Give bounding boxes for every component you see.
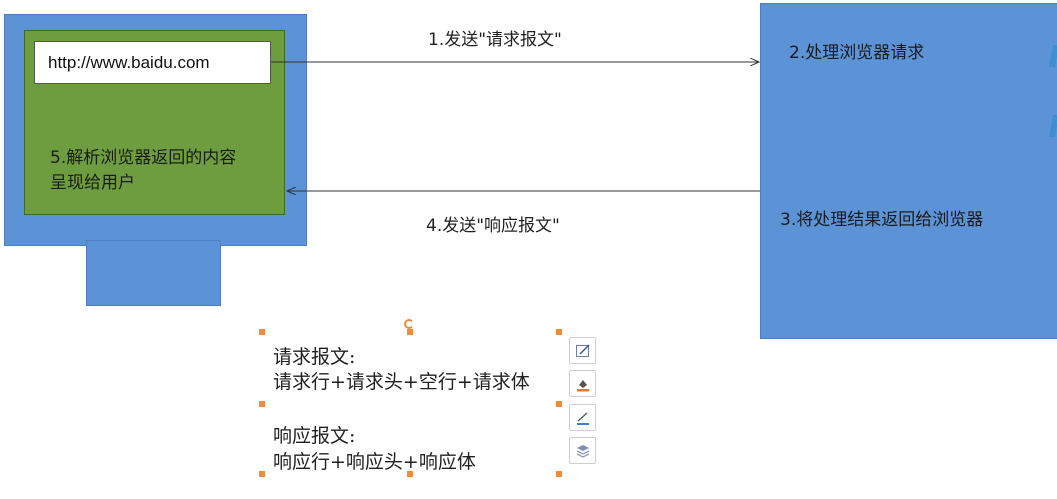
resize-handle[interactable] xyxy=(556,329,562,335)
server-box xyxy=(760,3,1057,339)
resize-handle[interactable] xyxy=(259,401,265,407)
client-step5-text: 5.解析浏览器返回的内容 呈现给用户 xyxy=(50,146,295,196)
resize-handle[interactable] xyxy=(556,471,562,477)
browser-address-bar: http://www.baidu.com xyxy=(34,41,271,84)
request-arrow-label: 1.发送"请求报文" xyxy=(428,30,562,50)
response-message-body: 响应行+响应头+响应体 xyxy=(273,451,476,473)
request-message-title: 请求报文: xyxy=(273,346,356,368)
layers-icon xyxy=(576,444,589,458)
server-step3-label: 3.将处理结果返回给浏览器 xyxy=(780,210,984,230)
resize-handle[interactable] xyxy=(407,329,413,335)
resize-handle[interactable] xyxy=(556,401,562,407)
layers-button[interactable] xyxy=(569,437,596,464)
response-message-title: 响应报文: xyxy=(273,425,356,447)
resize-handle[interactable] xyxy=(407,471,413,477)
line-color-button[interactable] xyxy=(569,404,596,431)
line-color-icon xyxy=(576,412,589,425)
response-arrow-label: 4.发送"响应报文" xyxy=(426,216,560,236)
resize-handle[interactable] xyxy=(259,329,265,335)
client-step5-line1: 5.解析浏览器返回的内容 xyxy=(50,148,237,168)
request-message-body: 请求行+请求头+空行+请求体 xyxy=(273,371,530,393)
fill-color-icon xyxy=(576,379,589,391)
resize-handle[interactable] xyxy=(259,471,265,477)
fill-color-button[interactable] xyxy=(569,370,596,397)
edit-style-icon xyxy=(575,343,590,357)
client-monitor-stand xyxy=(86,240,221,306)
edit-style-button[interactable] xyxy=(569,337,596,364)
rotate-handle-icon[interactable] xyxy=(404,319,414,329)
server-step2-label: 2.处理浏览器请求 xyxy=(789,43,925,63)
client-step5-line2: 呈现给用户 xyxy=(50,173,135,193)
